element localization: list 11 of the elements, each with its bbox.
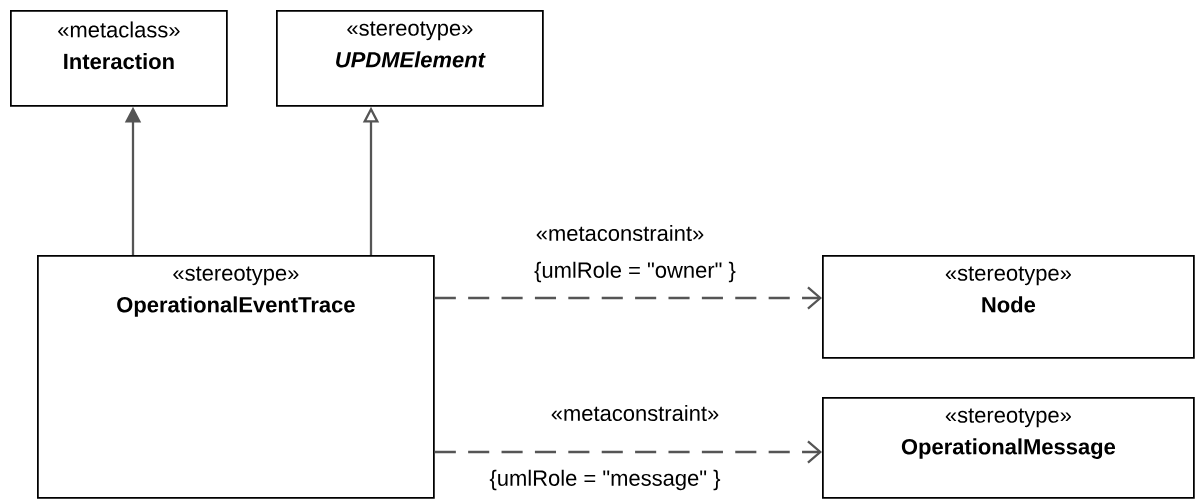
edge-label: «metaconstraint»: [534, 223, 706, 243]
constraint-label: {umlRole = "message" }: [487, 468, 723, 492]
stereotype-box: «stereotype» OperationalEventTrace: [37, 255, 435, 499]
dependency-arrow: [434, 286, 822, 310]
stereotype-box: «stereotype» UPDMElement: [276, 10, 544, 107]
constraint-label: {umlRole = "owner" }: [532, 260, 738, 284]
stereotype-box: «stereotype» OperationalMessage: [822, 397, 1195, 499]
edge-label: «metaconstraint»: [549, 403, 721, 423]
stereotype-box: «stereotype» Node: [822, 255, 1195, 359]
metaclass-box: «metaclass» Interaction: [10, 10, 228, 107]
dependency-arrow: [434, 440, 822, 464]
